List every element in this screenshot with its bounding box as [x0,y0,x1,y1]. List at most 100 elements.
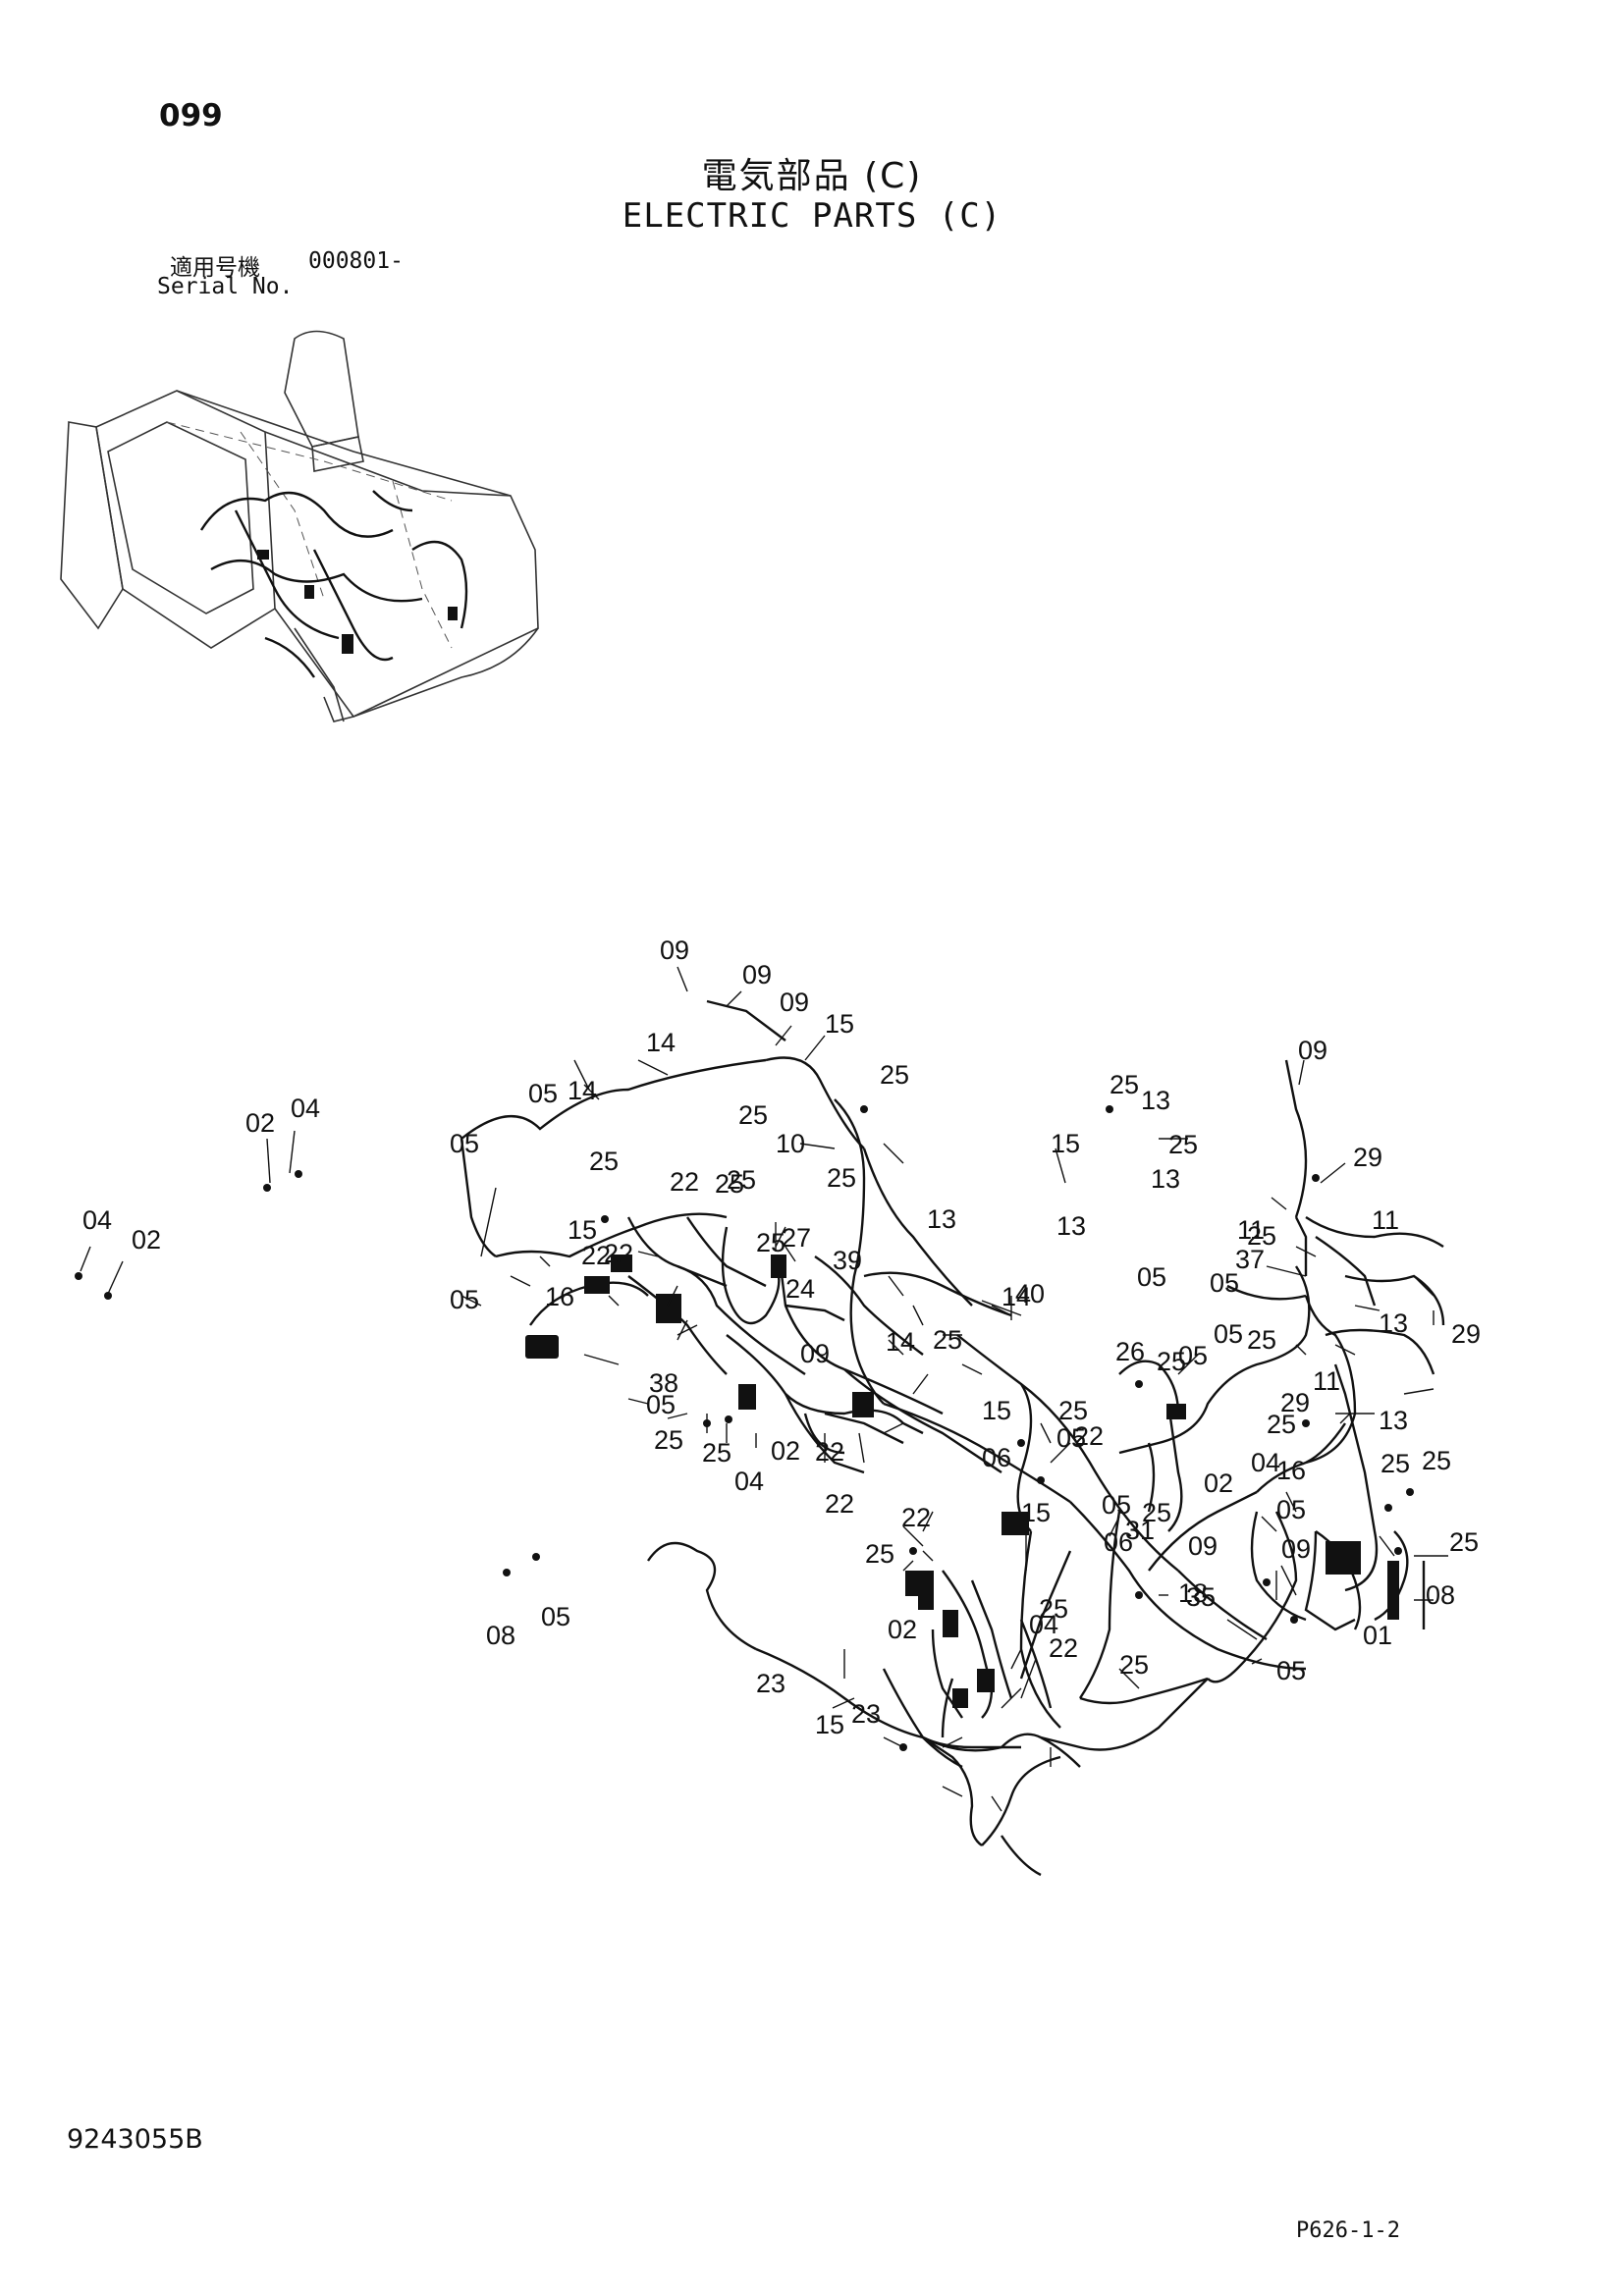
part-callout-25: 25 [1119,1650,1149,1680]
part-callout-09: 09 [800,1339,830,1368]
part-callout-22: 22 [581,1241,611,1270]
part-callout-13: 13 [1141,1086,1170,1115]
part-callout-02: 02 [1204,1468,1233,1498]
part-callout-18: 18 [1178,1578,1208,1608]
part-callout-05: 05 [450,1285,479,1314]
part-callout-22: 22 [825,1489,854,1519]
part-callout-25: 25 [654,1425,683,1455]
part-callout-14: 14 [1001,1282,1031,1311]
part-callout-01: 01 [1363,1621,1392,1650]
part-callout-05: 05 [450,1129,479,1158]
part-callout-13: 13 [1379,1308,1408,1338]
part-callout-25: 25 [1039,1594,1068,1624]
part-callout-39: 39 [833,1246,862,1275]
part-callout-04: 04 [82,1205,112,1235]
part-callout-22: 22 [604,1239,633,1268]
part-callout-05: 05 [1056,1423,1086,1453]
part-callout-22: 22 [1074,1421,1104,1451]
part-callout-25: 25 [880,1060,909,1090]
part-callout-15: 15 [982,1396,1011,1425]
part-callout-14: 14 [886,1327,915,1357]
part-callout-02: 02 [245,1108,275,1138]
part-callout-15: 15 [568,1215,597,1245]
part-callout-25: 25 [1168,1130,1198,1159]
part-callout-26: 26 [1115,1337,1145,1366]
part-callout-04: 04 [734,1467,764,1496]
part-callout-25: 25 [1247,1325,1276,1355]
page-reference: P626-1-2 [1296,2218,1400,2243]
part-callout-25: 25 [827,1163,856,1193]
part-callout-25: 25 [1449,1527,1479,1557]
part-callout-09: 09 [780,988,809,1017]
part-callout-35: 35 [1186,1582,1216,1612]
part-callout-13: 13 [1151,1164,1180,1194]
part-callout-09: 09 [1298,1036,1327,1065]
part-callout-04: 04 [1251,1448,1280,1477]
part-callout-15: 15 [825,1009,854,1039]
part-callout-25: 25 [738,1100,768,1130]
part-callout-05: 05 [1276,1495,1306,1524]
part-callout-23: 23 [756,1669,785,1698]
part-callout-25: 25 [715,1169,744,1199]
part-callout-25: 25 [865,1539,894,1569]
part-callout-29: 29 [1280,1388,1310,1417]
part-callout-06: 06 [1104,1527,1133,1557]
part-callout-04: 04 [291,1094,320,1123]
part-callout-14: 14 [646,1028,676,1057]
part-callout-04: 04 [1029,1610,1058,1639]
part-callout-29: 29 [1451,1319,1481,1349]
document-code: 9243055B [67,2124,203,2155]
part-callout-15: 15 [1021,1498,1051,1527]
part-callout-09: 09 [1188,1531,1218,1561]
part-callout-31: 31 [1125,1516,1155,1545]
part-callout-05: 05 [1137,1262,1166,1292]
part-callout-25: 25 [1267,1410,1296,1439]
page-title-japanese: 電気部品 (C) [701,156,923,196]
part-callout-05: 05 [541,1602,570,1631]
part-callout-25: 25 [933,1325,962,1355]
part-callout-15: 15 [815,1710,844,1739]
part-callout-25: 25 [1058,1396,1088,1425]
part-callout-10: 10 [776,1129,805,1158]
part-callout-25: 25 [756,1228,785,1257]
page-title-english: ELECTRIC PARTS (C) [622,196,1002,236]
part-callout-08: 08 [1426,1580,1455,1610]
part-callout-22: 22 [815,1437,844,1467]
part-callout-08: 08 [486,1621,515,1650]
part-callout-15: 15 [1051,1129,1080,1158]
part-callout-09: 09 [742,960,772,989]
part-callout-05: 05 [1102,1490,1131,1520]
part-callout-25: 25 [1380,1449,1410,1478]
part-callout-05: 05 [646,1390,676,1419]
part-callout-24: 24 [785,1274,815,1304]
part-callout-25: 25 [1142,1498,1171,1527]
serial-number-value: 000801- [308,248,404,274]
part-callout-25: 25 [1422,1446,1451,1475]
part-callout-13: 13 [1379,1406,1408,1435]
part-callout-25: 25 [702,1438,731,1468]
part-callout-13: 13 [1056,1211,1086,1241]
part-callout-09: 09 [660,935,689,965]
part-callout-02: 02 [132,1225,161,1255]
part-callout-16: 16 [1276,1456,1306,1485]
part-callout-25: 25 [589,1147,619,1176]
part-callout-11: 11 [1372,1205,1399,1235]
part-callout-23: 23 [851,1699,881,1729]
part-callout-37: 37 [1235,1245,1265,1274]
part-callout-05: 05 [1178,1341,1208,1370]
part-callout-25: 25 [1157,1347,1186,1376]
part-callout-25: 25 [1110,1070,1139,1099]
part-callout-29: 29 [1353,1143,1382,1172]
part-callout-16: 16 [545,1282,574,1311]
part-callout-05: 05 [1210,1268,1239,1298]
serial-label-english: Serial No. [157,274,294,299]
part-callout-05: 05 [528,1079,558,1108]
part-callout-14: 14 [568,1076,597,1105]
part-callout-25: 25 [1247,1221,1276,1251]
part-callout-22: 22 [901,1503,931,1532]
part-callout-11: 11 [1237,1215,1265,1245]
page-number: 099 [159,98,223,133]
